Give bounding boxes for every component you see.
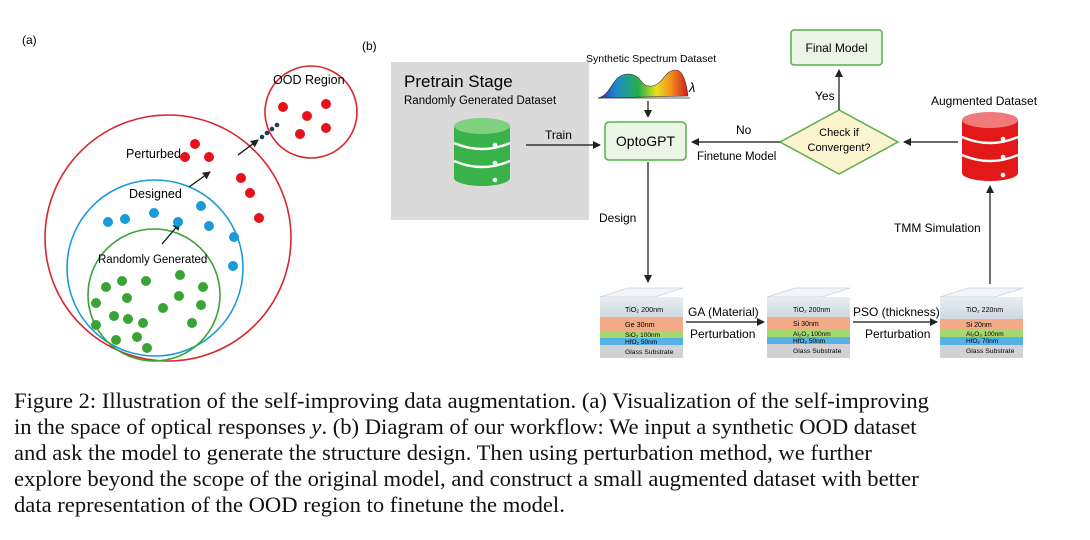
caption-line-5: data representation of the OOD region to…	[14, 492, 565, 517]
spectrum-icon	[597, 69, 689, 99]
check-label-line2: Convergent?	[808, 142, 871, 154]
augmented-dataset-label: Augmented Dataset	[931, 94, 1038, 108]
stack3-substrate: Glass Substrate	[966, 348, 1015, 355]
lambda-symbol: λ	[688, 80, 695, 95]
random-region	[87, 228, 221, 362]
stack2-layer-hfo2: HfO₂ 50nm	[793, 338, 825, 345]
pretrain-subtitle: Randomly Generated Dataset	[404, 95, 557, 107]
convergence-diamond	[778, 109, 900, 175]
stack3-layer-tio2: TiO₂ 220nm	[966, 307, 1003, 314]
perturbed-to-ood-arrow	[237, 139, 259, 156]
caption-line-3: and ask the model to generate the struct…	[14, 440, 872, 465]
yes-label: Yes	[815, 89, 835, 103]
pretrain-database-icon	[453, 118, 511, 186]
stack3-layer-si: Si 20nm	[966, 322, 992, 329]
designed-points	[103, 201, 239, 271]
pretrain-title: Pretrain Stage	[404, 72, 513, 91]
stack2-substrate: Glass Substrate	[793, 348, 842, 355]
caption-variable-y: y	[311, 414, 322, 439]
optogpt-label: OptoGPT	[616, 133, 676, 149]
layer-stack-3: TiO₂ 220nm Si 20nm Al₂O₃ 100nm HfO₂ 70nm…	[939, 287, 1024, 358]
check-label-line1: Check if	[819, 127, 860, 139]
no-label: No	[736, 123, 752, 137]
augmented-database-icon	[961, 112, 1019, 181]
train-label: Train	[545, 128, 572, 142]
ga-label: GA (Material)	[688, 305, 759, 319]
stack3-layer-hfo2: HfO₂ 70nm	[966, 338, 998, 345]
stack2-layer-al2o3: Al₂O₃ 100nm	[793, 331, 831, 338]
caption-line-2: in the space of optical responses y. (b)…	[14, 414, 1076, 440]
random-points	[91, 270, 208, 353]
caption-line-2a: in the space of optical responses	[14, 414, 312, 439]
final-model-box	[790, 29, 883, 66]
layer-stack-2: TiO₂ 200nm Si 30nm Al₂O₃ 100nm HfO₂ 50nm…	[766, 287, 851, 358]
ood-region	[264, 65, 358, 159]
workflow-figure: (a) OOD Region Perturbed Designed Random…	[22, 29, 1038, 362]
synthetic-dataset-label: Synthetic Spectrum Dataset	[586, 53, 716, 65]
pso-perturbation-label: Perturbation	[865, 327, 930, 341]
stack1-layer-sio2: SiO₂ 100nm	[625, 332, 660, 339]
stack2-layer-si: Si 30nm	[793, 321, 819, 328]
stack1-substrate: Glass Substrate	[625, 349, 674, 356]
perturbed-label: Perturbed	[126, 147, 181, 161]
designed-to-perturbed-arrow	[188, 171, 211, 188]
caption-line-1: Figure 2: Illustration of the self-impro…	[14, 388, 929, 413]
pso-label: PSO (thickness)	[853, 305, 940, 319]
random-label: Randomly Generated	[98, 254, 207, 266]
tmm-label: TMM Simulation	[894, 221, 981, 235]
ga-perturbation-label: Perturbation	[690, 327, 755, 341]
panel-a-label: (a)	[22, 33, 37, 47]
perturbed-points	[180, 99, 331, 223]
figure-caption: Figure 2: Illustration of the self-impro…	[14, 388, 1076, 518]
ood-region-label: OOD Region	[273, 73, 345, 87]
design-label: Design	[599, 211, 636, 225]
panel-b-label: (b)	[362, 39, 377, 53]
caption-line-2b: . (b) Diagram of our workflow: We input …	[321, 414, 917, 439]
optogpt-box	[604, 121, 687, 161]
stack1-layer-ge: Ge 30nm	[625, 320, 655, 329]
stack2-layer-tio2: TiO₂ 200nm	[793, 307, 830, 314]
stack1-layer-hfo2: HfO₂ 50nm	[625, 339, 657, 346]
finetune-label: Finetune Model	[697, 151, 776, 163]
designed-region	[66, 179, 244, 357]
caption-line-4: explore beyond the scope of the original…	[14, 466, 919, 491]
layer-stack-1: TiO₂ 200nm Ge 30nm SiO₂ 100nm HfO₂ 50nm …	[599, 287, 684, 358]
designed-label: Designed	[129, 187, 182, 201]
perturbed-region	[44, 114, 292, 362]
ood-dots	[259, 122, 280, 140]
stack1-layer-tio2: TiO₂ 200nm	[625, 305, 663, 314]
stack3-layer-al2o3: Al₂O₃ 100nm	[966, 331, 1004, 338]
final-model-label: Final Model	[805, 41, 867, 55]
